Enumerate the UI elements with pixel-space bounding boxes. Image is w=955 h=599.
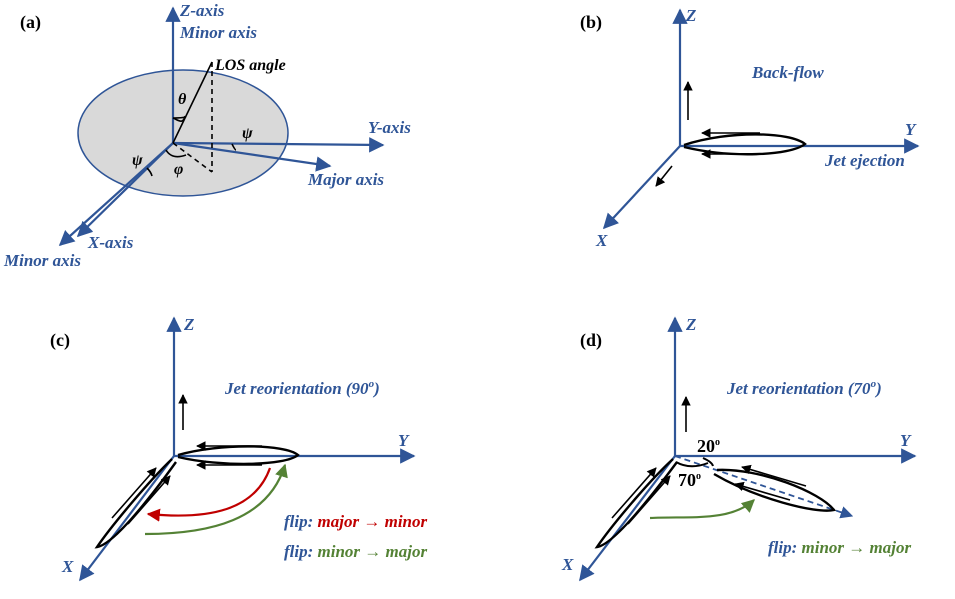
b-y-label: Y [905, 120, 917, 139]
c-jet-lobe-x [94, 458, 177, 549]
d-x-backflow-arrow-a [611, 467, 657, 519]
psi-right-arc [231, 143, 237, 151]
d-jet-lobe-x [594, 458, 678, 549]
los-angle-label: LOS angle [214, 57, 286, 74]
c-flip2-text: flip: minor → major [284, 542, 427, 561]
d-tilted-backflow-arrow-upper [741, 464, 807, 487]
c-title: Jet reorientation (90o) [224, 378, 380, 398]
panel-a: (a) Z-axis Minor axis Y-axis Major axis … [3, 1, 411, 270]
psi-left-arc [146, 167, 153, 177]
d-angle-70-label: 70o [678, 470, 701, 490]
b-back-flow-label: Back-flow [751, 63, 824, 82]
minor-axis-bottom-label: Minor axis [3, 251, 81, 270]
panel-c-label: (c) [50, 330, 70, 351]
z-axis-label: Z-axis [179, 1, 225, 20]
b-jet-lobe [683, 133, 807, 156]
d-angle-arc-20 [702, 457, 714, 467]
major-axis-line [172, 141, 332, 172]
b-x-flow-arrow [655, 165, 673, 187]
d-tilted-backflow-arrow-lower [734, 481, 791, 501]
theta-symbol: θ [178, 91, 187, 108]
d-jet-lobe-tilted [713, 468, 837, 512]
c-z-label: Z [183, 315, 194, 334]
b-z-label: Z [685, 6, 696, 25]
d-x-axis [579, 455, 676, 582]
panel-d-label: (d) [580, 330, 602, 351]
d-z-label: Z [685, 315, 696, 334]
y-axis-line [172, 137, 385, 153]
minor-axis-top-label: Minor axis [179, 23, 257, 42]
c-y-label: Y [398, 431, 410, 450]
panel-b-label: (b) [580, 12, 602, 33]
los-line [172, 61, 213, 144]
minor-axis-lower-line [58, 142, 174, 247]
psi-left-symbol: ψ [132, 152, 143, 169]
y-axis-label: Y-axis [368, 118, 411, 137]
c-x-backflow-arrow-a [111, 467, 157, 519]
d-title: Jet reorientation (70o) [726, 378, 882, 398]
major-axis-label: Major axis [307, 170, 384, 189]
panel-b: (b) Z Y X Back-flow Jet ejection [580, 6, 920, 250]
d-angle-20-label: 20o [697, 436, 720, 456]
c-flip-red-arrow [146, 467, 272, 522]
d-x-label: X [561, 555, 574, 574]
d-x-backflow-arrow-b [627, 475, 671, 525]
d-angle-arc-70 [675, 461, 709, 468]
d-flip-text: flip: minor → major [768, 538, 911, 557]
c-x-label: X [61, 557, 74, 576]
x-axis-label: X-axis [87, 233, 134, 252]
ellipse-disk [77, 69, 289, 197]
phi-symbol: φ [174, 161, 183, 178]
b-x-axis [602, 145, 681, 230]
b-x-label: X [595, 231, 608, 250]
los-ground-dashed [172, 142, 213, 173]
c-x-backflow-arrow-b [127, 475, 171, 525]
panel-d: (d) Z Y X 20o 70o Jet reorientation (70o… [561, 315, 917, 582]
c-flip1-text: flip: major → minor [284, 512, 427, 531]
panel-c: (c) Z Y X Jet reorientation (90o) flip: … [50, 315, 427, 582]
c-flip-green-arrow [144, 463, 288, 536]
panel-a-label: (a) [20, 12, 41, 33]
d-flip-green-arrow [649, 499, 755, 520]
phi-arc [165, 149, 187, 158]
c-jet-lobe-y [177, 445, 300, 466]
b-jet-ejection-label: Jet ejection [824, 151, 905, 170]
c-x-axis [79, 455, 175, 582]
d-reoriented-axis-dashed [674, 455, 854, 519]
d-y-label: Y [900, 431, 912, 450]
psi-right-symbol: ψ [242, 125, 253, 142]
theta-arc-2 [172, 115, 186, 122]
